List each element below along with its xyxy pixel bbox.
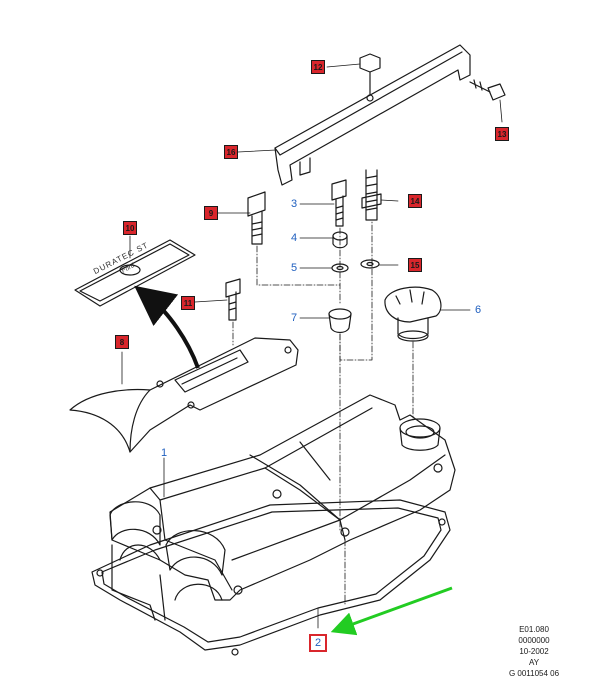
ref-line-2: 0000000 bbox=[518, 636, 550, 645]
callout-5[interactable]: 5 bbox=[290, 262, 298, 274]
callout-9[interactable]: 9 bbox=[204, 206, 218, 220]
gasket bbox=[91, 499, 451, 651]
callout-7[interactable]: 7 bbox=[290, 312, 298, 324]
reference-code-block: E01.080 0000000 10-2002 AY G 0011054 06 bbox=[478, 624, 590, 679]
callout-15[interactable]: 15 bbox=[408, 258, 422, 272]
callout-4[interactable]: 4 bbox=[290, 232, 298, 244]
callout-3[interactable]: 3 bbox=[290, 198, 298, 210]
ref-line-4: AY bbox=[528, 658, 540, 667]
callout-14[interactable]: 14 bbox=[408, 194, 422, 208]
cam-cover bbox=[109, 394, 456, 601]
ref-line-3: 10-2002 bbox=[519, 647, 549, 656]
callout-1[interactable]: 1 bbox=[160, 447, 168, 459]
badge-plate bbox=[74, 239, 196, 307]
callout-13[interactable]: 13 bbox=[495, 127, 509, 141]
callout-12[interactable]: 12 bbox=[311, 60, 325, 74]
callout-2-highlighted[interactable]: 2 bbox=[309, 634, 327, 652]
callout-6[interactable]: 6 bbox=[474, 304, 482, 316]
trim-cover bbox=[69, 337, 299, 453]
callout-8[interactable]: 8 bbox=[115, 335, 129, 349]
ref-line-5: G 0011054 06 bbox=[508, 669, 560, 678]
callout-10[interactable]: 10 bbox=[123, 221, 137, 235]
callout-16[interactable]: 16 bbox=[224, 145, 238, 159]
heat-shield bbox=[274, 44, 471, 186]
callout-11[interactable]: 11 bbox=[181, 296, 195, 310]
ref-line-1: E01.080 bbox=[519, 625, 549, 634]
